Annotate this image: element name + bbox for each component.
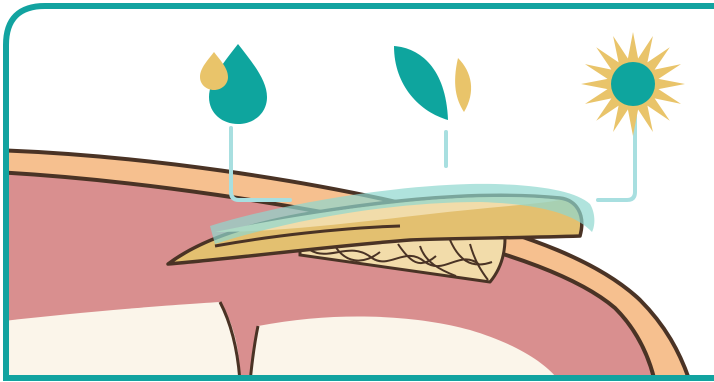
- water-drop-icon: [200, 44, 267, 124]
- sun-core: [611, 62, 655, 106]
- leaf-sprout-icon: [394, 46, 471, 120]
- cross-section-scene: [0, 150, 690, 382]
- sun-icon: [581, 32, 685, 136]
